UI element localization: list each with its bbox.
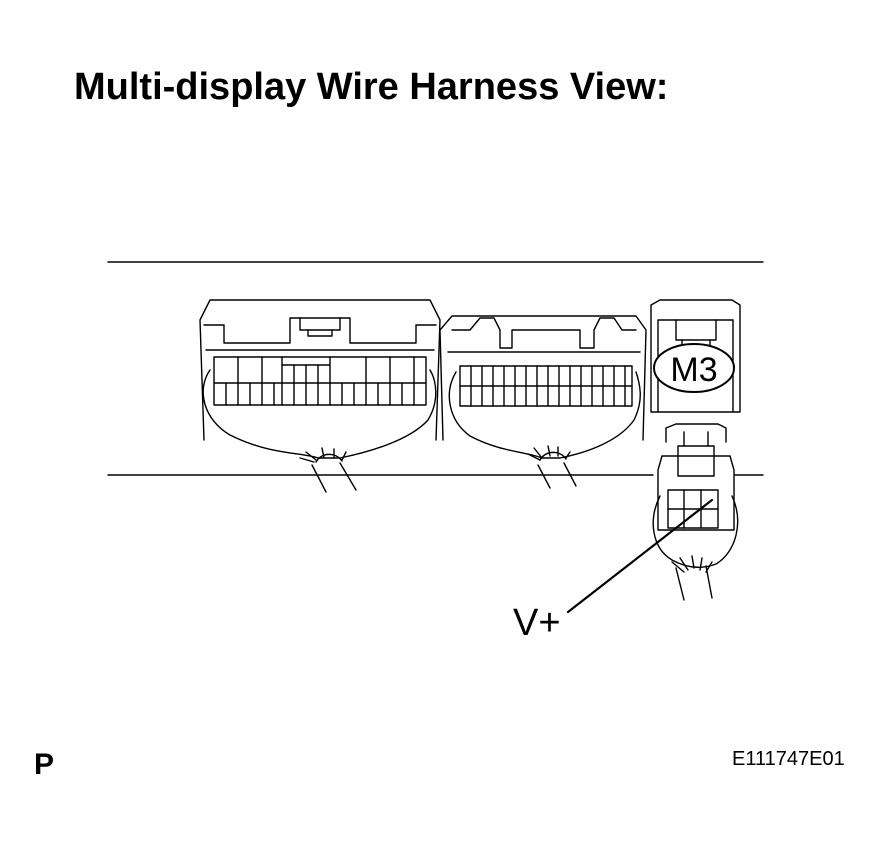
v-plus-leader-line [566, 498, 714, 614]
m3-harness-connector [652, 423, 739, 601]
page-letter: P [34, 748, 55, 781]
figure-code: E111747E01 [732, 748, 845, 770]
diagram-title: Multi-display Wire Harness View: [74, 66, 669, 108]
middle-connector-terminals [470, 365, 626, 407]
middle-connector [439, 315, 647, 489]
v-plus-label: V+ [513, 602, 561, 644]
m3-label-text: M3 [670, 351, 717, 389]
left-connector-terminals [225, 356, 415, 406]
left-connector [199, 299, 441, 493]
m3-connector-label: M3 [653, 343, 735, 393]
